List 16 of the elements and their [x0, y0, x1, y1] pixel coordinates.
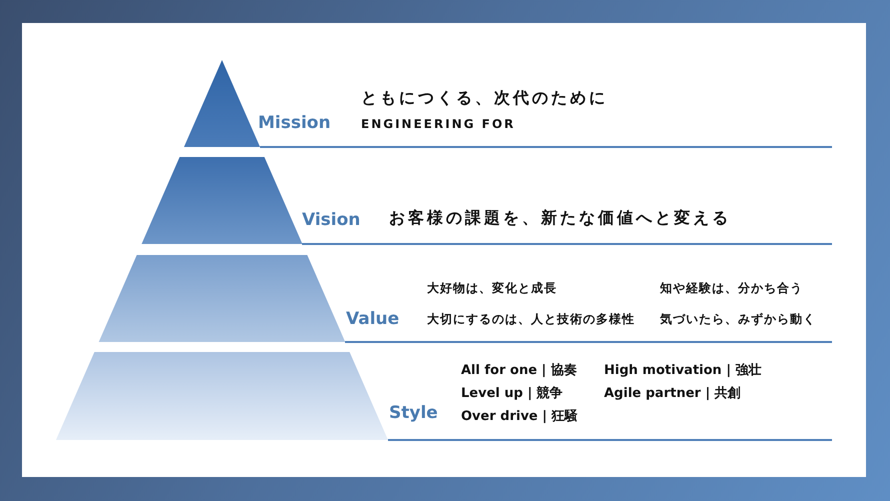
- style-item: Over drive | 狂騒: [461, 408, 578, 425]
- value-item: 大好物は、変化と成長: [427, 280, 557, 297]
- style-item: All for one | 協奏: [461, 362, 577, 379]
- style-item: High motivation | 強壮: [604, 362, 762, 379]
- style-item: Agile partner | 共創: [604, 385, 741, 402]
- mission-subtitle: ENGINEERING FOR: [361, 117, 516, 131]
- vision-statement: お客様の課題を、新たな価値へと変える: [389, 208, 731, 229]
- layer-heading: Vision: [302, 210, 360, 230]
- value-item: 大切にするのは、人と技術の多様性: [427, 311, 635, 328]
- style-item: Level up | 競争: [461, 384, 563, 402]
- layer-heading: Value: [346, 309, 400, 329]
- value-item: 気づいたら、みずから動く: [660, 311, 816, 328]
- layer-heading: Mission: [258, 113, 331, 133]
- mission-statement: ともにつくる、次代のために: [361, 88, 608, 109]
- value-item: 知や経験は、分かち合う: [660, 280, 803, 297]
- layer-heading: Style: [389, 403, 438, 423]
